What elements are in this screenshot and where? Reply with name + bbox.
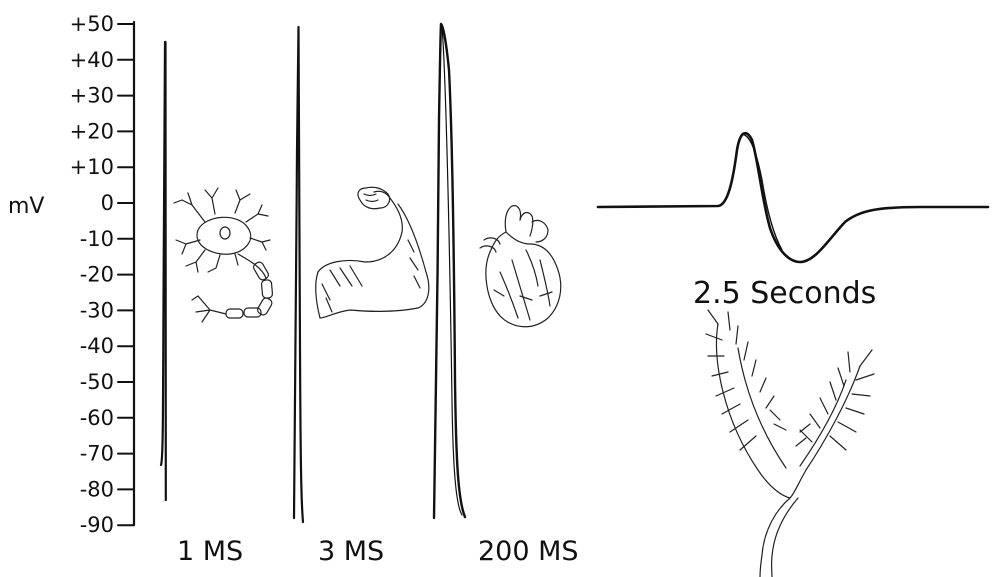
y-axis-tick-label: +10 — [70, 155, 114, 179]
y-axis-tick-label: -80 — [80, 477, 114, 501]
muscle-spike-trace — [292, 25, 305, 524]
y-axis-tick-label: -60 — [80, 406, 114, 430]
y-axis-tick-label: -90 — [80, 513, 114, 537]
heart-icon — [479, 205, 562, 328]
neuron-spike-trace — [159, 40, 167, 502]
cardiac-spike-trace — [432, 22, 467, 520]
y-axis-tick-label: -30 — [80, 298, 114, 322]
y-axis-tick-label: -50 — [80, 370, 114, 394]
y-axis-tick-label: +40 — [70, 48, 114, 72]
y-axis-tick-label: 0 — [101, 191, 114, 215]
neuron-duration-label: 1 MS — [177, 536, 243, 567]
y-axis-tick-label: -40 — [80, 334, 114, 358]
flexed-arm-icon — [315, 186, 430, 319]
venus-flytrap-icon — [705, 309, 875, 577]
y-axis-tick-label: -10 — [80, 227, 114, 251]
flytrap-potential-trace — [596, 131, 990, 264]
neuron-icon — [173, 187, 274, 323]
y-axis-tick-label: -20 — [80, 263, 114, 287]
y-axis-tick-label: -70 — [80, 442, 114, 466]
y-axis-ticks: +50 +40 +30 +20 +10 0 -10 -20 -30 -40 -50 -60 -70 -80… — [70, 12, 135, 537]
axis-unit-label: mV — [8, 194, 44, 219]
flytrap-duration-label: 2.5 Seconds — [693, 276, 876, 311]
flytrap-trace-shading — [741, 133, 783, 251]
muscle-duration-label: 3 MS — [318, 536, 384, 567]
y-axis-tick-label: +50 — [70, 12, 114, 36]
y-axis-tick-label: +20 — [70, 119, 114, 143]
cardiac-duration-label: 200 MS — [478, 536, 579, 567]
cardiac-spike-inner-line — [441, 27, 463, 516]
y-axis-tick-label: +30 — [70, 84, 114, 108]
